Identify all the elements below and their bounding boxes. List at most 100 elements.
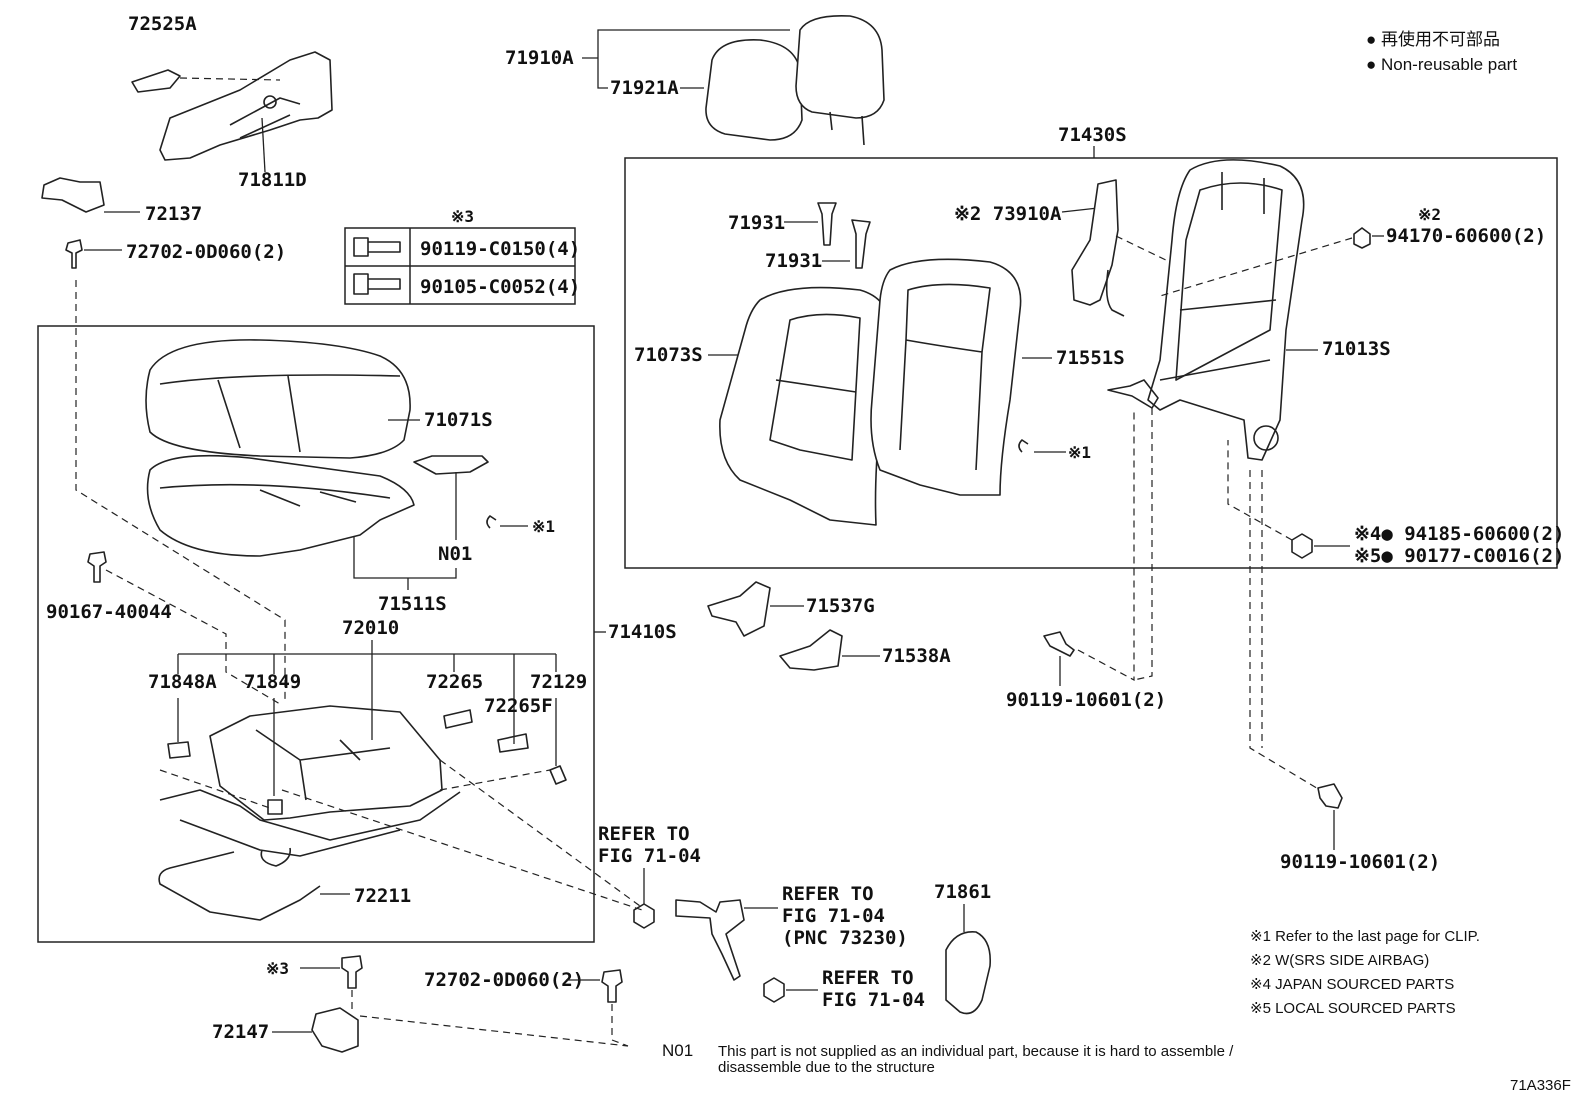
label-90177[interactable]: ※5● 90177-C0016(2) <box>1354 545 1564 567</box>
label-72211[interactable]: 72211 <box>354 885 411 907</box>
side-shield-71811D-shape <box>159 51 333 161</box>
refer-1-line1[interactable]: REFER TO <box>598 823 690 845</box>
label-94170[interactable]: 94170-60600(2) <box>1386 225 1546 247</box>
label-72147[interactable]: 72147 <box>212 1021 269 1043</box>
label-94185[interactable]: ※4● 94185-60600(2) <box>1354 523 1564 545</box>
clip-back-icon <box>1018 439 1029 453</box>
box-71410S-cushion <box>37 325 595 943</box>
label-71931-a[interactable]: 71931 <box>728 212 785 234</box>
hardware-table-header: ※3 <box>451 207 474 226</box>
dash-94170 <box>1159 237 1353 297</box>
label-72702-bottom[interactable]: 72702-0D060(2) <box>424 969 584 991</box>
box-71430S-seatback <box>624 157 1558 569</box>
seatback-cover-71073S-seams <box>769 313 861 461</box>
hardware-bolt-1-icon <box>353 237 401 257</box>
label-72129[interactable]: 72129 <box>530 671 587 693</box>
label-71861[interactable]: 71861 <box>934 881 991 903</box>
label-71073S[interactable]: 71073S <box>634 344 703 366</box>
label-71430S[interactable]: 71430S <box>1058 124 1127 146</box>
label-71931-b[interactable]: 71931 <box>765 250 822 272</box>
note-2: ※2 W(SRS SIDE AIRBAG) <box>1250 952 1429 969</box>
bolt-72147-shape <box>341 955 363 989</box>
lead-71511S <box>353 472 457 590</box>
wire-72211-shape <box>158 851 321 921</box>
label-71538A[interactable]: 71538A <box>882 645 951 667</box>
nut-94170-shape <box>1353 227 1371 249</box>
label-3-bottom[interactable]: ※3 <box>266 959 289 978</box>
nut-refer-1-shape <box>633 903 655 929</box>
label-72137[interactable]: 72137 <box>145 203 202 225</box>
headrest-71910A-shape <box>795 14 885 119</box>
refer-2-line3[interactable]: (PNC 73230) <box>782 927 908 949</box>
label-71848A[interactable]: 71848A <box>148 671 217 693</box>
label-73910A[interactable]: ※2 73910A <box>954 203 1062 225</box>
dash-72147-link <box>359 1015 629 1047</box>
n01-bracket-shape <box>413 455 489 475</box>
label-72265[interactable]: 72265 <box>426 671 483 693</box>
note-4: ※4 JAPAN SOURCED PARTS <box>1250 976 1454 993</box>
seat-adjuster-inner <box>255 729 391 801</box>
label-94170-note[interactable]: ※2 <box>1418 205 1441 224</box>
cover-71538A-shape <box>779 629 843 671</box>
label-71849[interactable]: 71849 <box>244 671 301 693</box>
seatback-frame-stays <box>1221 172 1265 214</box>
nut-94185-shape <box>1291 533 1313 559</box>
label-71410S[interactable]: 71410S <box>608 621 677 643</box>
label-72525A[interactable]: 72525A <box>128 13 197 35</box>
label-90119-right[interactable]: 90119-10601(2) <box>1280 851 1440 873</box>
label-72010[interactable]: 72010 <box>342 617 399 639</box>
dash-72702-bottom <box>611 1004 629 1047</box>
note-5: ※5 LOCAL SOURCED PARTS <box>1250 1000 1456 1017</box>
label-N01[interactable]: N01 <box>438 543 472 565</box>
cover-72147-shape <box>311 1007 359 1053</box>
label-71071S[interactable]: 71071S <box>424 409 493 431</box>
label-71551S[interactable]: 71551S <box>1056 347 1125 369</box>
seatback-frame-71013S-shape <box>1147 159 1305 461</box>
label-90119-mid[interactable]: 90119-10601(2) <box>1006 689 1166 711</box>
refer-3-line1[interactable]: REFER TO <box>822 967 914 989</box>
dash-90167 <box>105 569 281 705</box>
hardware-bolt-2-icon <box>353 273 401 295</box>
lead-71910A <box>582 29 790 89</box>
label-90167[interactable]: 90167-40044 <box>46 601 172 623</box>
refer-2-line1[interactable]: REFER TO <box>782 883 874 905</box>
buckle-shape <box>675 899 745 981</box>
cover-72137-shape <box>41 177 105 213</box>
hardware-row-2[interactable]: 90105-C0052(4) <box>420 276 580 298</box>
label-71013S[interactable]: 71013S <box>1322 338 1391 360</box>
label-71921A[interactable]: 71921A <box>610 77 679 99</box>
guide-71931-b-shape <box>851 219 871 269</box>
hardware-row-1[interactable]: 90119-C0150(4) <box>420 238 580 260</box>
clip-71848A-shape <box>167 741 191 759</box>
figure-id: 71A336F <box>1510 1077 1571 1094</box>
label-72265F[interactable]: 72265F <box>484 695 553 717</box>
side-shield-detail <box>229 97 301 139</box>
refer-1-line2[interactable]: FIG 71-04 <box>598 845 701 867</box>
footer-n01-code: N01 <box>662 1041 693 1060</box>
label-72702-top[interactable]: 72702-0D060(2) <box>126 241 286 263</box>
lead-cushion-parts <box>177 698 557 796</box>
label-clip-back[interactable]: ※1 <box>1068 443 1091 462</box>
label-71910A[interactable]: 71910A <box>505 47 574 69</box>
cushion-cover-seams <box>159 374 401 453</box>
refer-3-line2[interactable]: FIG 71-04 <box>822 989 925 1011</box>
legend-japanese: ● 再使用不可部品 <box>1366 29 1500 49</box>
airbag-harness <box>1105 269 1125 317</box>
refer-2-line2[interactable]: FIG 71-04 <box>782 905 885 927</box>
clip-72129-shape <box>549 765 567 785</box>
bolt-90167-shape <box>87 551 107 583</box>
dash-adjuster <box>159 769 551 809</box>
label-clip-cushion[interactable]: ※1 <box>532 517 555 536</box>
seatback-cover-71073S-shape <box>719 286 890 526</box>
label-71537G[interactable]: 71537G <box>806 595 875 617</box>
cover-71537G-shape <box>707 581 771 637</box>
lead-72010 <box>177 640 557 744</box>
label-71511S[interactable]: 71511S <box>378 593 447 615</box>
bolt-72702-bottom-shape <box>601 969 623 1003</box>
headrest-cover-71921A-shape <box>705 39 803 141</box>
guide-71931-a-shape <box>817 202 837 246</box>
cushion-pad-seams <box>159 483 391 507</box>
label-71811D[interactable]: 71811D <box>238 169 307 191</box>
lead-73910A <box>1061 207 1099 213</box>
